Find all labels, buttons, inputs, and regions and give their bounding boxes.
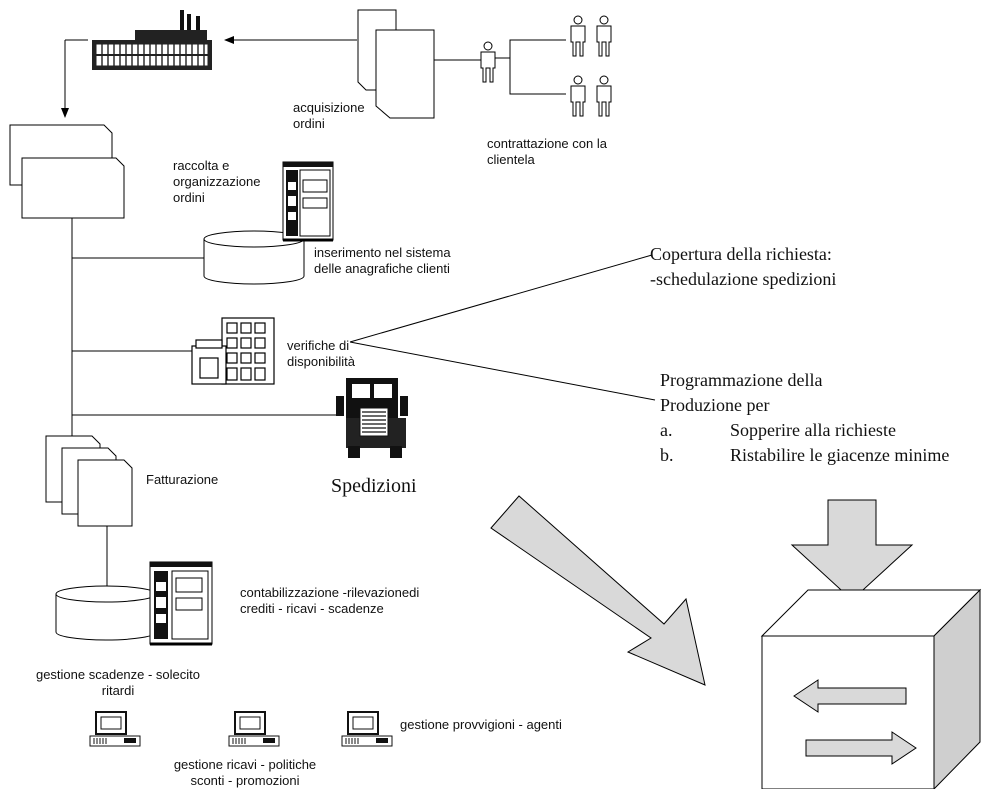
building-icon <box>191 317 275 385</box>
label-contrattazione: contrattazione con la clientela <box>487 136 607 167</box>
factory-icon <box>92 10 212 70</box>
label-raccolta: raccolta e organizzazione ordini <box>173 158 261 205</box>
label-gestione-scadenze: gestione scadenze - solecito ritardi <box>35 667 201 698</box>
pc-icon <box>228 711 280 747</box>
label-inserimento: inserimento nel sistema delle anagrafich… <box>314 245 451 276</box>
person-icon <box>480 41 496 83</box>
left-arrow-icon <box>793 679 907 713</box>
computer-terminal-icon <box>282 161 334 242</box>
box-icon <box>760 588 982 789</box>
storage-icon <box>203 230 305 285</box>
note-copertura: Copertura della richiesta: -schedulazion… <box>650 244 837 289</box>
label-acquisizione-ordini: acquisizione ordini <box>293 100 365 131</box>
note-programmazione-1: Programmazione della <box>660 370 823 390</box>
note-item-a-marker: a. <box>660 420 673 440</box>
document-icon <box>9 124 125 219</box>
truck-icon <box>336 378 408 458</box>
label-verifiche: verifiche di disponibilità <box>287 338 355 369</box>
right-arrow-icon <box>805 731 917 765</box>
note-item-b-text: Ristabilire le giacenze minime <box>730 445 950 465</box>
note-item-b-marker: b. <box>660 445 674 465</box>
label-gestione-provvigioni: gestione provvigioni - agenti <box>400 717 562 732</box>
pc-icon <box>89 711 141 747</box>
big-diagonal-arrow <box>490 495 706 686</box>
pc-icon <box>341 711 393 747</box>
computer-terminal-icon <box>149 561 213 646</box>
down-arrow <box>790 499 914 601</box>
note-spedizioni: Spedizioni <box>331 475 417 497</box>
note-item-a-text: Sopperire alla richieste <box>730 420 896 440</box>
storage-icon <box>55 585 157 641</box>
label-gestione-ricavi: gestione ricavi - politiche sconti - pro… <box>173 757 317 788</box>
label-fatturazione: Fatturazione <box>146 472 219 487</box>
note-programmazione-2: Produzione per <box>660 395 770 415</box>
document-icon <box>357 9 435 119</box>
person-icon <box>570 15 612 117</box>
label-contabilizzazione: contabilizzazione -rilevazionedi crediti… <box>240 585 420 616</box>
document-icon <box>45 435 133 527</box>
